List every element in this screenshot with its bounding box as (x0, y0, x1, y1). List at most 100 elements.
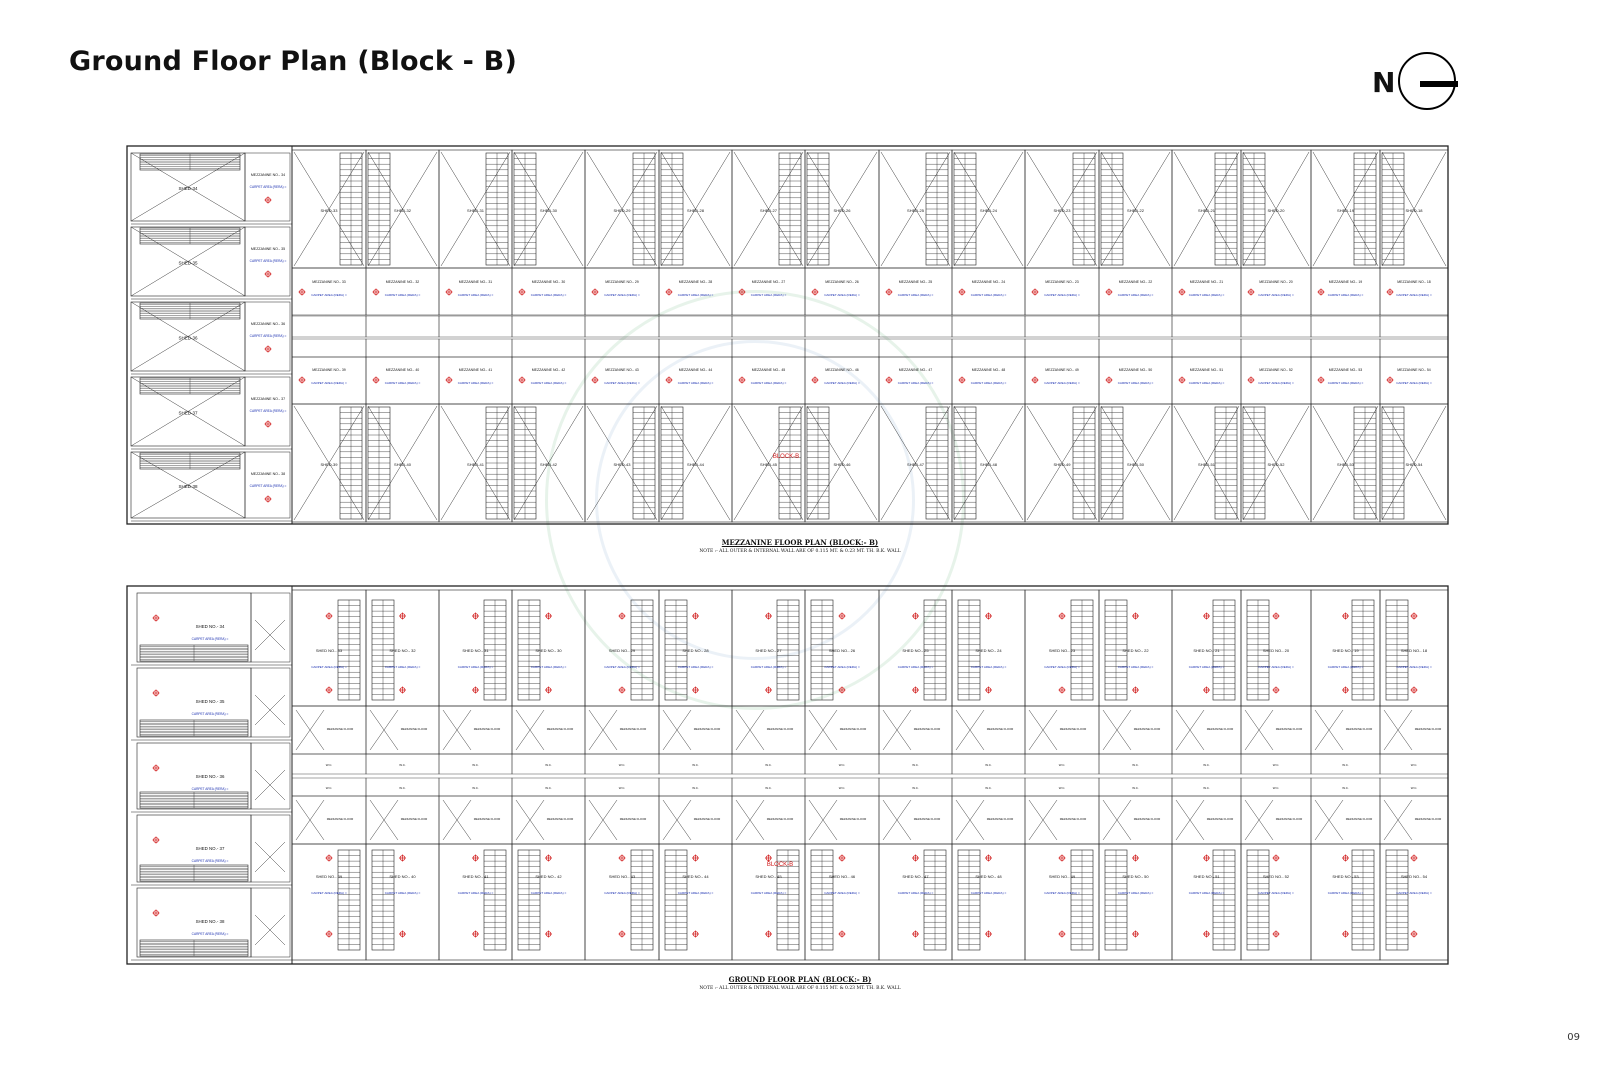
shed-label: SHED-50 (1127, 462, 1145, 467)
cross-line (662, 709, 692, 751)
shed-label: SHED NO.- 39 (316, 874, 343, 879)
staircase-icon (139, 791, 249, 809)
void-cross-icon (1026, 151, 1098, 267)
mezzanine-room-top (951, 267, 1026, 316)
void-cross-icon (808, 709, 838, 751)
staircase-icon (957, 849, 981, 951)
column-marker-icon (1203, 930, 1210, 938)
open-terrace-strip (951, 315, 1026, 338)
carpet-area-label: CARPET AREA (RERA) = (1044, 891, 1080, 895)
carpet-area-label: CARPET AREA (RERA) = (311, 665, 347, 669)
carpet-area-label: CARPET AREA (RERA) = (971, 891, 1007, 895)
open-terrace-strip (1024, 315, 1100, 338)
shed-label: SHED NO.- 31 (462, 648, 489, 653)
mezzanine-label: MEZZANINE NO.- 52 (1259, 368, 1293, 372)
void-cross-icon (1028, 799, 1058, 841)
shed-label: SHED NO.- 33 (316, 648, 343, 653)
cross-line (588, 709, 618, 751)
column-marker-icon (958, 288, 966, 296)
column-marker-icon (912, 930, 919, 938)
mezzanine-label: MEZZANINE NO.- 40 (386, 368, 420, 372)
open-terrace-strip (291, 338, 367, 358)
column-marker-icon (1410, 930, 1418, 938)
mezzanine-label: MEZZANINE NO.- 23 (1045, 280, 1079, 284)
shed-label: SHED NO.- 19 (1332, 648, 1359, 653)
cross-line (254, 841, 286, 873)
void-cross-icon (254, 841, 286, 873)
cross-line (880, 405, 951, 521)
watermark-seal-inner (595, 340, 915, 660)
column-marker-icon (1058, 686, 1066, 694)
column-marker-icon (1031, 288, 1039, 296)
carpet-area-label: CARPET AREA (RERA) = (250, 409, 287, 413)
left-wing-wc (250, 814, 291, 883)
carpet-area-label: CARPET AREA (RERA) = (1044, 293, 1080, 297)
cross-line (1314, 709, 1344, 751)
carpet-area-label: CARPET AREA (RERA) = (1118, 293, 1154, 297)
staircase-icon (139, 719, 249, 737)
wc-label: W.C. (912, 763, 919, 767)
cross-line (254, 914, 286, 946)
staircase-icon (776, 599, 800, 701)
left-mezzanine-label: MEZZANINE NO.- 37 (251, 397, 285, 401)
staircase-icon (1100, 152, 1124, 266)
void-cross-icon (588, 799, 618, 841)
shed-label: SHED NO.- 29 (609, 648, 636, 653)
void-cross-icon (1028, 709, 1058, 751)
left-shed-label: SHED NO.- 38 (196, 919, 225, 924)
shed-label: SHED NO.- 51 (1193, 874, 1220, 879)
column-marker-icon (325, 612, 333, 620)
shed-label: SHED NO.- 47 (902, 874, 929, 879)
open-terrace-strip (1379, 338, 1449, 358)
shed-label: SHED-48 (980, 462, 998, 467)
shed-label: SHED-23 (1054, 208, 1072, 213)
shed-label: SHED NO.- 25 (902, 648, 929, 653)
open-terrace-strip (511, 338, 586, 358)
mezzanine-label: MEZZANINE NO.- 29 (605, 280, 639, 284)
shed-label: SHED NO.- 24 (975, 648, 1002, 653)
column-marker-icon (665, 288, 673, 296)
staircase-icon (139, 377, 241, 395)
cross-line (1100, 405, 1171, 521)
mezzanine-room-top (658, 267, 733, 316)
carpet-area-label: CARPET AREA (RERA) = (1396, 891, 1432, 895)
wc-label: W.C. (1411, 786, 1418, 790)
carpet-area-label: CARPET AREA (RERA) = (192, 859, 229, 863)
mezzanine-floor-note: MEZZANINE FLOOR (1276, 817, 1303, 821)
column-marker-icon (1105, 288, 1113, 296)
column-marker-icon (399, 930, 406, 938)
open-terrace-strip (365, 338, 440, 358)
cross-line (369, 709, 399, 751)
mezzanine-room-top (1379, 267, 1449, 316)
mezzanine-label: MEZZANINE NO.- 24 (972, 280, 1006, 284)
shed-label: SHED-28 (687, 208, 705, 213)
left-mezzanine-label: MEZZANINE NO.- 35 (251, 247, 285, 251)
staircase-icon (517, 849, 541, 951)
cross-line (513, 151, 584, 267)
open-terrace-strip (951, 338, 1026, 358)
shed-label: SHED NO.- 46 (829, 874, 856, 879)
cross-line (955, 799, 985, 841)
column-marker-icon (545, 854, 552, 862)
left-wing-wc (250, 742, 291, 810)
staircase-icon (925, 406, 949, 520)
void-cross-icon (586, 151, 658, 267)
carpet-area-label: CARPET AREA (RERA) = (1189, 293, 1225, 297)
mezzanine-floor-note: MEZZANINE FLOOR (1060, 817, 1087, 821)
cross-line (1028, 799, 1058, 841)
column-marker-icon (152, 909, 160, 917)
shed-label: SHED-41 (467, 462, 485, 467)
mezzanine-floor-note: MEZZANINE FLOOR (547, 727, 574, 731)
carpet-area-label: CARPET AREA (RERA) = (751, 293, 787, 297)
staircase-icon (1104, 849, 1128, 951)
shed-label: SHED-27 (760, 208, 778, 213)
cross-line (1312, 151, 1379, 267)
void-cross-icon (808, 799, 838, 841)
carpet-area-label: CARPET AREA (RERA) = (385, 381, 421, 385)
staircase-icon (367, 406, 391, 520)
wc-label: W.C. (619, 786, 626, 790)
column-marker-icon (1410, 612, 1418, 620)
staircase-icon (1351, 599, 1375, 701)
carpet-area-label: CARPET AREA (RERA) = (751, 891, 787, 895)
